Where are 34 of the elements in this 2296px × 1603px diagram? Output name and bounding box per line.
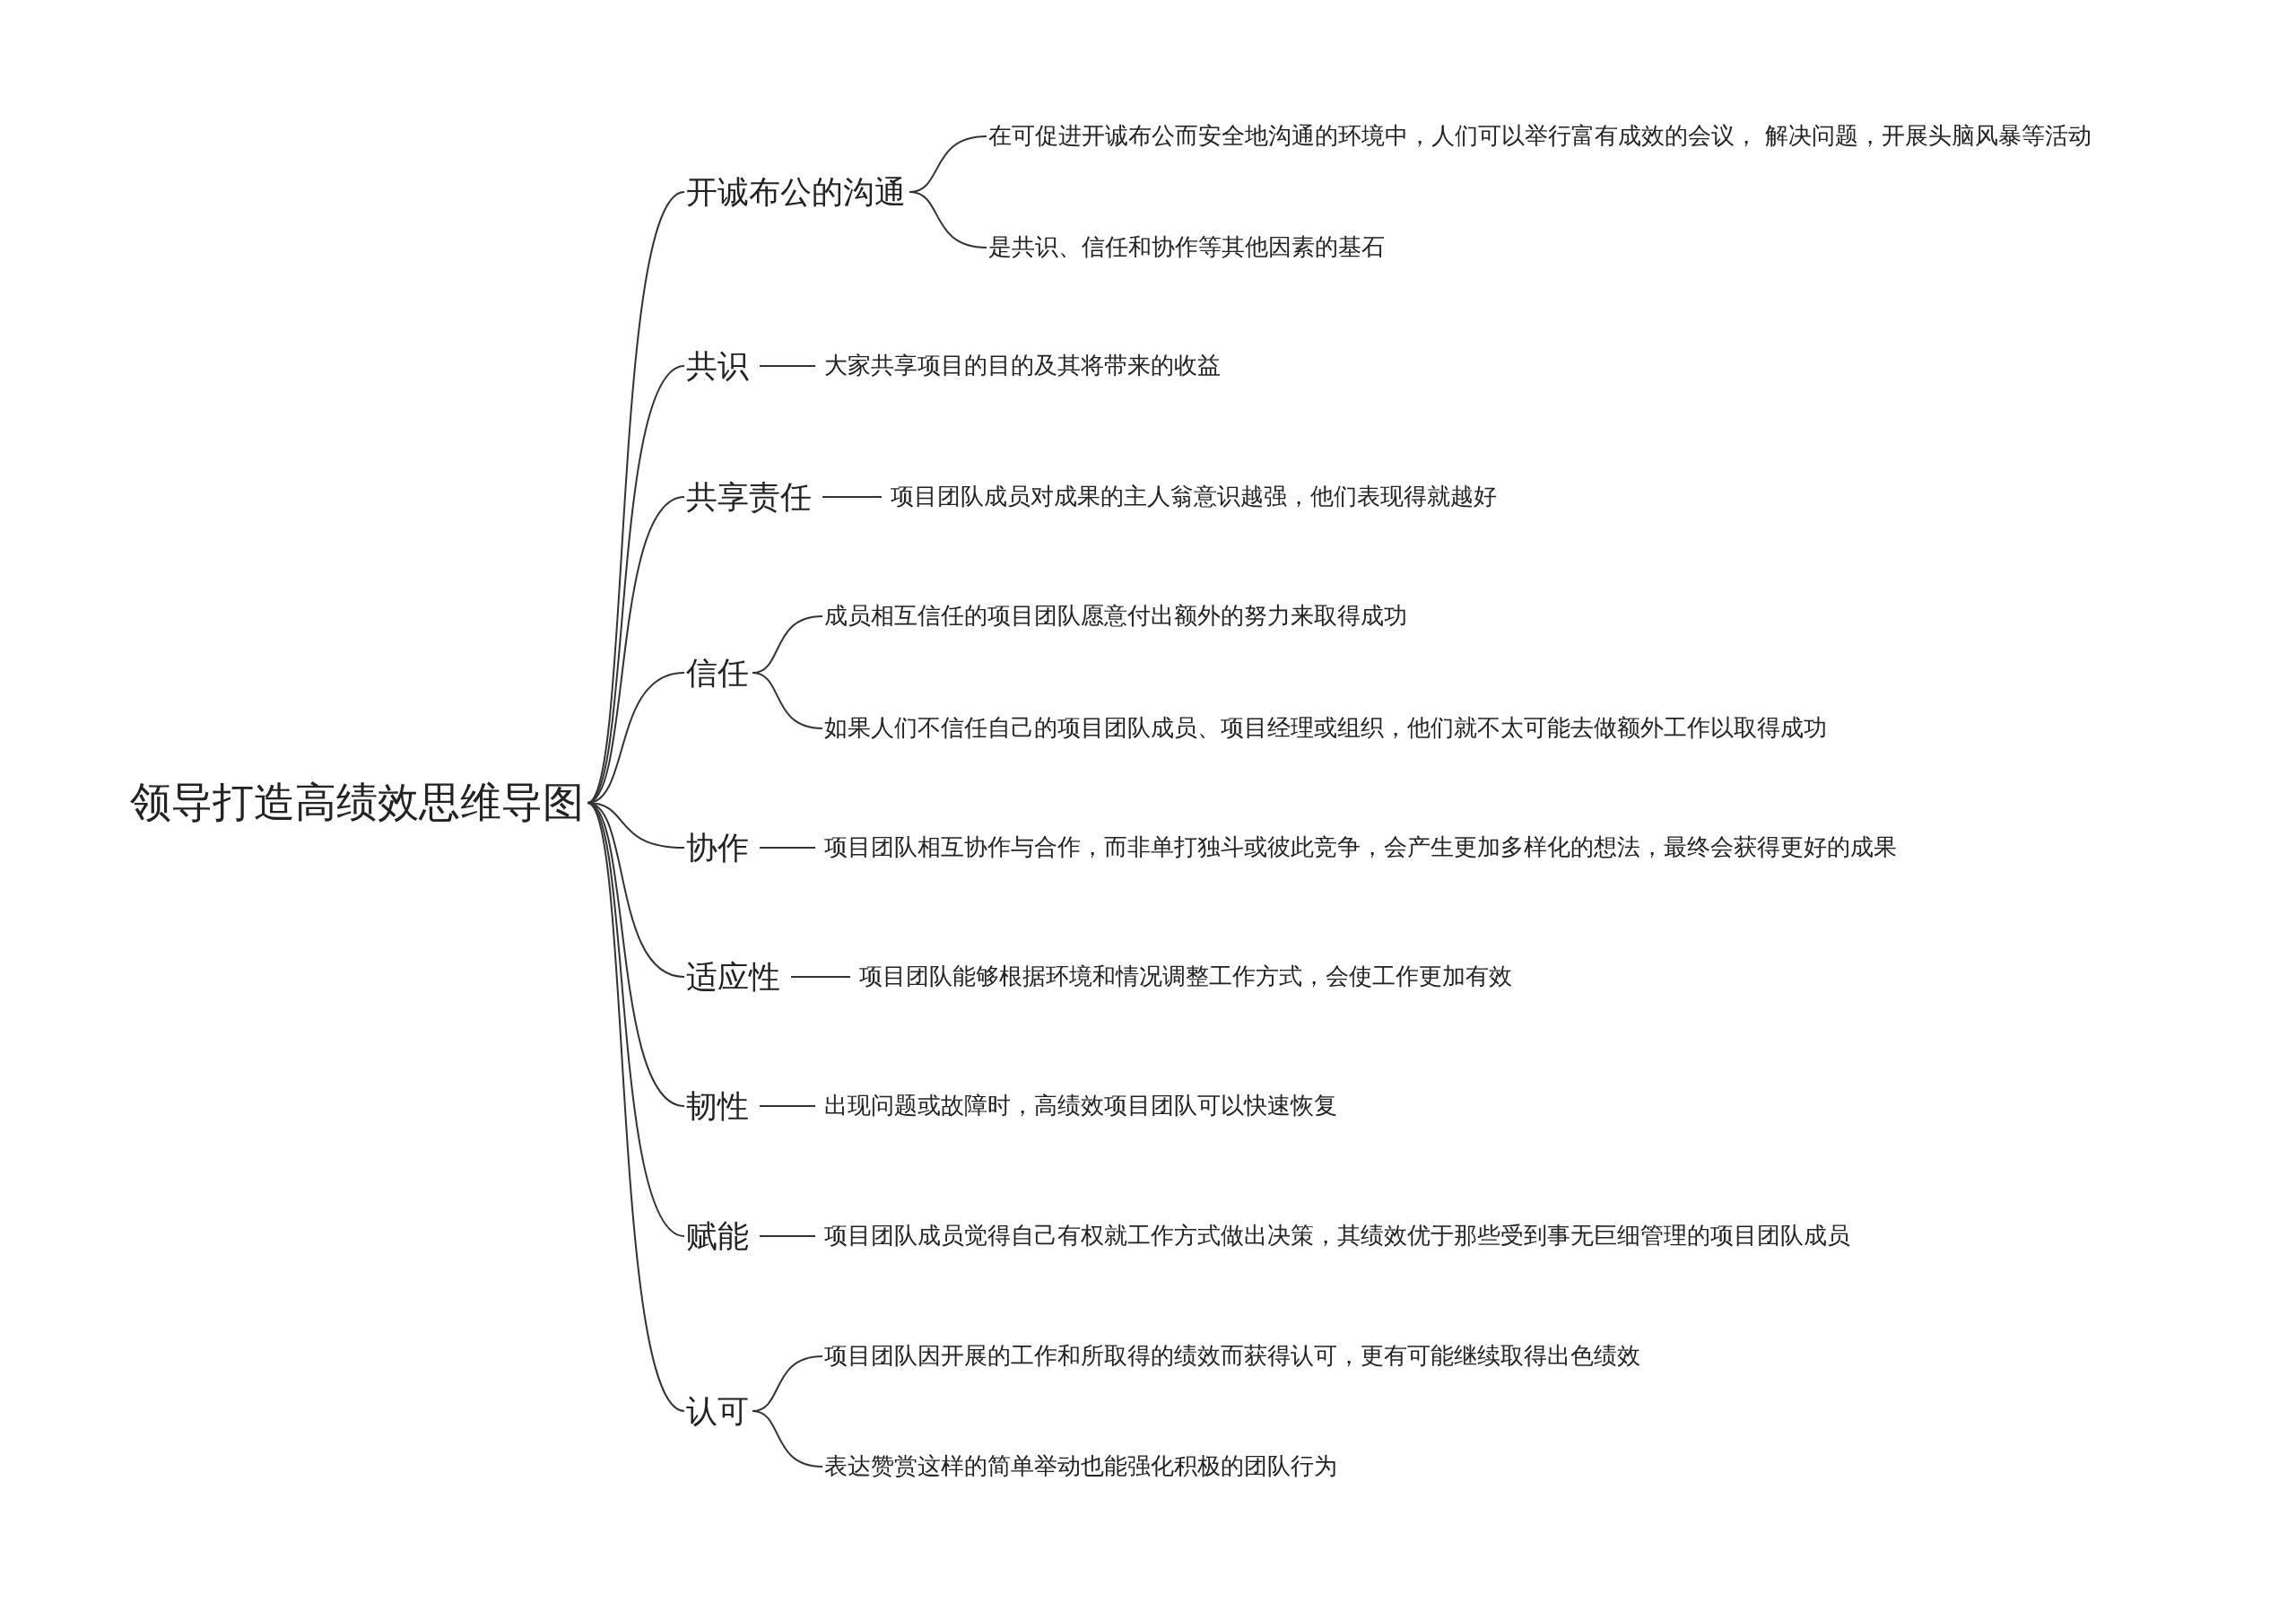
- branch-topic: 共享责任: [686, 478, 812, 516]
- connector-line: [759, 1235, 816, 1237]
- subtopic-text: 项目团队能够根据环境和情况调整工作方式，会使工作更加有效: [859, 963, 1512, 991]
- branch-topic: 赋能: [686, 1217, 749, 1255]
- subtopic-text: 大家共享项目的目的及其将带来的收益: [824, 352, 1221, 380]
- branch-topic: 认可: [686, 1392, 749, 1430]
- connector-line: [909, 191, 987, 248]
- connector-line: [587, 802, 685, 1412]
- connector-line: [759, 1105, 816, 1107]
- branch-topic: 协作: [686, 829, 749, 867]
- subtopic-text: 项目团队成员觉得自己有权就工作方式做出决策，其绩效优于那些受到事无巨细管理的项目团队成员: [824, 1222, 1850, 1250]
- connector-line: [822, 496, 883, 498]
- subtopic-text: 成员相互信任的项目团队愿意付出额外的努力来取得成功: [824, 602, 1407, 631]
- branch-topic: 信任: [686, 654, 749, 692]
- connector-line: [587, 802, 685, 1107]
- subtopic-text: 项目团队成员对成果的主人翁意识越强，他们表现得就越好: [891, 483, 1497, 511]
- subtopic-text: 表达赞赏这样的简单举动也能强化积极的团队行为: [824, 1452, 1337, 1481]
- subtopic-text: 出现问题或故障时，高绩效项目团队可以快速恢复: [824, 1092, 1337, 1120]
- subtopic-text: 项目团队相互协作与合作，而非单打独斗或彼此竞争，会产生更加多样化的想法，最终会获得更好的成果: [824, 833, 1897, 862]
- connector-line: [759, 365, 816, 367]
- branch-topic: 适应性: [686, 958, 780, 996]
- branch-topic: 韧性: [686, 1087, 749, 1125]
- connector-line: [587, 365, 685, 804]
- branch-topic: 共识: [686, 347, 749, 385]
- subtopic-text: 是共识、信任和协作等其他因素的基石: [988, 233, 1385, 262]
- subtopic-text: 在可促进开诚布公而安全地沟通的环境中，人们可以举行富有成效的会议， 解决问题，开展头脑风暴等活动: [988, 122, 2092, 151]
- branch-topic: 开诚布公的沟通: [686, 173, 906, 211]
- connector-line: [752, 1410, 823, 1468]
- central-topic: 领导打造高绩效思维导图: [130, 778, 584, 828]
- connector-line: [752, 672, 823, 729]
- subtopic-text: 项目团队因开展的工作和所取得的绩效而获得认可，更有可能继续取得出色绩效: [824, 1342, 1640, 1371]
- connector-line: [790, 976, 851, 978]
- subtopic-text: 如果人们不信任自己的项目团队成员、项目经理或组织，他们就不太可能去做额外工作以取得成功: [824, 714, 1827, 743]
- connector-line: [759, 847, 816, 849]
